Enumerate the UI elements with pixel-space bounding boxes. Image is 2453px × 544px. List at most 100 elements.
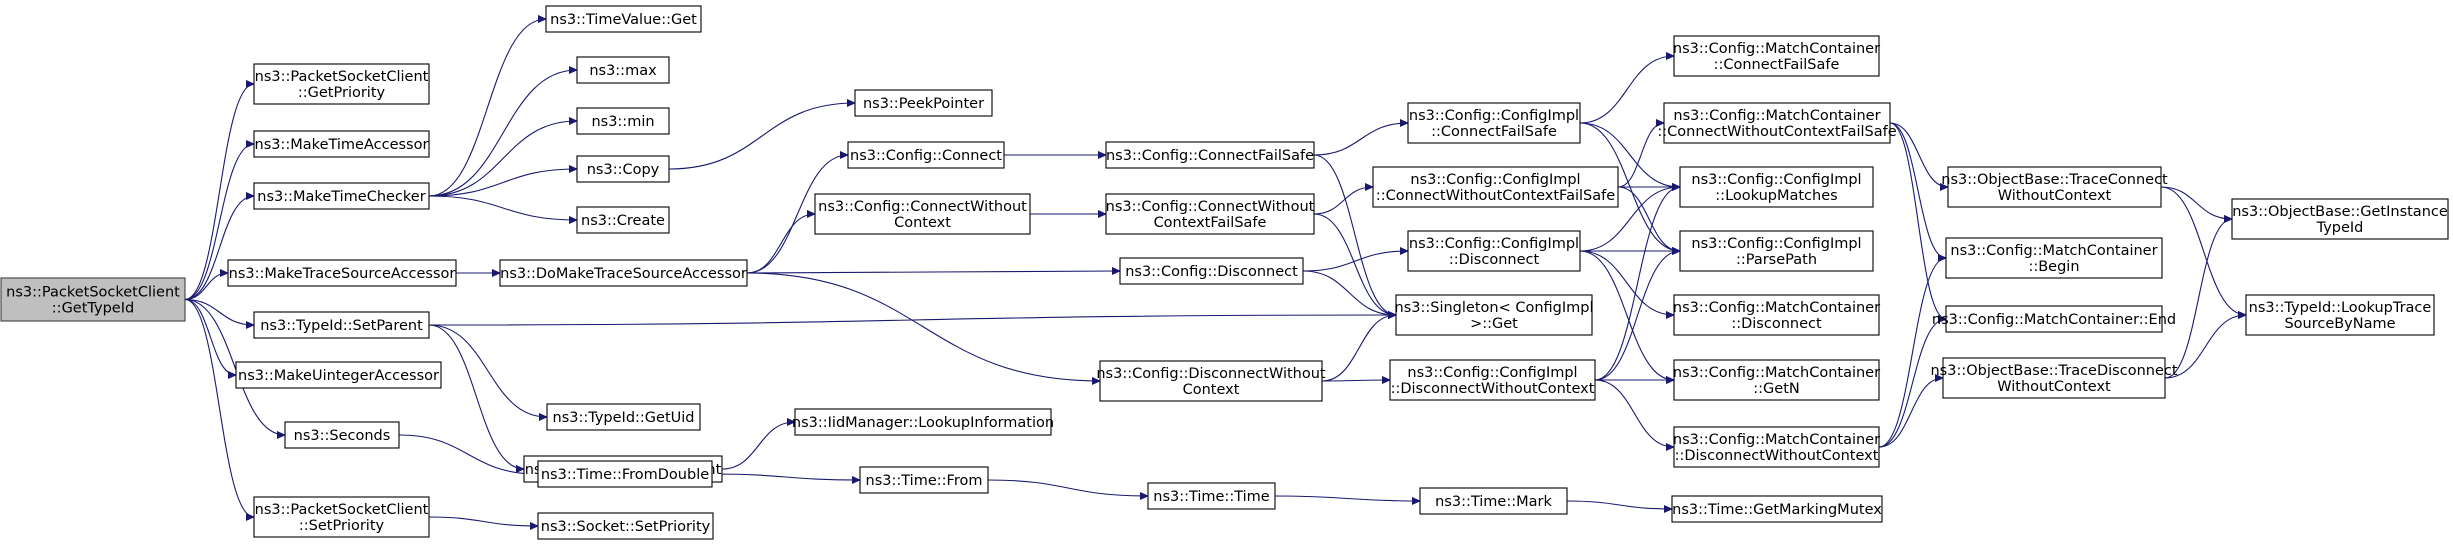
graph-node-makeUintegerAccessor[interactable]: ns3::MakeUintegerAccessor xyxy=(235,361,442,389)
graph-node-configConnectWithoutContext[interactable]: ns3::Config::ConnectWithoutContext xyxy=(814,193,1031,235)
graph-node-implParsePath[interactable]: ns3::Config::ConfigImpl::ParsePath xyxy=(1679,230,1874,272)
graph-node-timeTime[interactable]: ns3::Time::Time xyxy=(1147,482,1276,510)
node-box xyxy=(537,512,714,540)
node-label: ns3::min xyxy=(591,114,654,130)
graph-node-copy[interactable]: ns3::Copy xyxy=(576,155,670,183)
graph-node-seconds[interactable]: ns3::Seconds xyxy=(284,421,400,449)
edges-layer xyxy=(184,19,2246,526)
node-label: ns3::ObjectBase::TraceConnect xyxy=(1941,172,2168,188)
node-label: ns3::Config::ConfigImpl xyxy=(1407,365,1577,381)
node-label: ns3::MakeTimeAccessor xyxy=(255,137,429,153)
node-box xyxy=(814,193,1031,235)
node-box xyxy=(499,259,748,287)
node-box xyxy=(1947,166,2162,208)
graph-node-implConnectFailSafe[interactable]: ns3::Config::ConfigImpl::ConnectFailSafe xyxy=(1407,102,1581,144)
node-box xyxy=(847,141,1005,169)
node-box xyxy=(1407,230,1581,272)
node-label: ns3::Config::MatchContainer xyxy=(1673,365,1880,381)
graph-node-mcGetN[interactable]: ns3::Config::MatchContainer::GetN xyxy=(1673,359,1880,401)
node-box xyxy=(235,361,442,389)
graph-node-configDisconnectWithoutContext[interactable]: ns3::Config::DisconnectWithoutContext xyxy=(1096,360,1326,402)
node-box xyxy=(253,311,430,339)
node-box xyxy=(253,63,430,105)
graph-node-mcConnectFailSafe[interactable]: ns3::Config::MatchContainer::ConnectFail… xyxy=(1673,35,1880,77)
graph-node-mcBegin[interactable]: ns3::Config::MatchContainer::Begin xyxy=(1945,237,2163,279)
edge-root-to-getPriority xyxy=(184,84,254,301)
edge-root-to-seconds xyxy=(184,298,285,436)
edge-configDisconnect-to-implDisconnect xyxy=(1302,251,1408,272)
node-label: ns3::PacketSocketClient xyxy=(6,285,180,301)
graph-node-timeFromDouble[interactable]: ns3::Time::FromDouble xyxy=(537,460,713,488)
node-label: Context xyxy=(1183,382,1240,398)
node-label: ns3::Seconds xyxy=(294,428,391,444)
edge-mcDisconnectWithoutContext-to-mcEnd xyxy=(1878,319,1946,448)
graph-node-iidLookupInformation[interactable]: ns3::IidManager::LookupInformation xyxy=(792,408,1054,436)
edge-implDisconnect-to-mcGetN xyxy=(1579,250,1674,380)
graph-node-doMakeTraceSourceAccessor[interactable]: ns3::DoMakeTraceSourceAccessor xyxy=(499,259,748,287)
node-box xyxy=(1942,357,2166,399)
graph-node-configConnectFailSafe[interactable]: ns3::Config::ConnectFailSafe xyxy=(1105,141,1315,169)
node-box xyxy=(1419,487,1568,515)
graph-node-setPriority[interactable]: ns3::PacketSocketClient::SetPriority xyxy=(253,496,430,538)
graph-node-root: ns3::PacketSocketClient::GetTypeId xyxy=(0,277,186,322)
graph-node-timeFrom[interactable]: ns3::Time::From xyxy=(859,466,989,494)
edge-obTraceConnectWithoutContext-to-typeIdLookupTraceSourceByName xyxy=(2160,186,2246,315)
graph-node-configDisconnect[interactable]: ns3::Config::Disconnect xyxy=(1119,257,1304,285)
node-label: ::Begin xyxy=(2028,259,2079,275)
edge-configDisconnectWithoutContext-to-singletonGet xyxy=(1321,315,1396,382)
node-label: ns3::Config::ConnectWithout xyxy=(1106,199,1315,215)
graph-node-makeTimeAccessor[interactable]: ns3::MakeTimeAccessor xyxy=(253,130,430,158)
edge-configConnectFailSafe-to-singletonGet xyxy=(1313,154,1396,315)
graph-node-obTraceConnectWithoutContext[interactable]: ns3::ObjectBase::TraceConnectWithoutCont… xyxy=(1941,166,2168,208)
edge-makeTimeChecker-to-min xyxy=(428,121,577,197)
graph-node-getPriority[interactable]: ns3::PacketSocketClient::GetPriority xyxy=(253,63,430,105)
graph-node-create[interactable]: ns3::Create xyxy=(576,206,670,234)
node-box xyxy=(1105,141,1315,169)
graph-node-mcDisconnectWithoutContext[interactable]: ns3::Config::MatchContainer::DisconnectW… xyxy=(1673,426,1880,468)
edge-seconds-to-timeFromDouble xyxy=(398,434,538,474)
edge-implConnectFailSafe-to-implLookupMatches xyxy=(1579,122,1680,187)
graph-node-min[interactable]: ns3::min xyxy=(576,107,670,135)
graph-node-timeGetMarkingMutex[interactable]: ns3::Time::GetMarkingMutex xyxy=(1671,495,1883,523)
graph-node-implDisconnectWithoutContext[interactable]: ns3::Config::ConfigImpl::DisconnectWitho… xyxy=(1389,359,1596,401)
graph-node-mcConnectWithoutContextFailSafe[interactable]: ns3::Config::MatchContainer::ConnectWith… xyxy=(1657,102,1897,144)
graph-node-implDisconnect[interactable]: ns3::Config::ConfigImpl::Disconnect xyxy=(1407,230,1581,272)
graph-node-mcDisconnect[interactable]: ns3::Config::MatchContainer::Disconnect xyxy=(1673,294,1880,336)
graph-node-max[interactable]: ns3::max xyxy=(576,56,670,84)
node-label: ns3::Create xyxy=(581,213,665,229)
graph-node-timeMark[interactable]: ns3::Time::Mark xyxy=(1419,487,1568,515)
node-box xyxy=(859,466,989,494)
node-label: ::DisconnectWithoutContext xyxy=(1675,448,1879,464)
edge-mcConnectWithoutContextFailSafe-to-mcBegin xyxy=(1889,122,1946,258)
graph-node-mcEnd[interactable]: ns3::Config::MatchContainer::End xyxy=(1932,305,2176,333)
graph-node-makeTraceSourceAccessor[interactable]: ns3::MakeTraceSourceAccessor xyxy=(227,259,457,287)
edge-iidSetParent-to-iidLookupInformation xyxy=(721,422,795,470)
node-box xyxy=(1099,360,1323,402)
graph-node-singletonGet[interactable]: ns3::Singleton< ConfigImpl >::Get xyxy=(1395,294,1594,336)
edge-obTraceDisconnectWithoutContext-to-obGetInstanceTypeId xyxy=(2164,219,2232,379)
edge-makeTimeChecker-to-timeValueGet xyxy=(428,19,546,197)
graph-node-typeIdGetUid[interactable]: ns3::TypeId::GetUid xyxy=(546,403,701,431)
node-label: ns3::Config::MatchContainer xyxy=(1673,300,1880,316)
graph-node-configConnectWithoutContextFailSafe[interactable]: ns3::Config::ConnectWithoutContextFailSa… xyxy=(1105,193,1315,235)
node-box xyxy=(1407,102,1581,144)
graph-node-typeIdSetParent[interactable]: ns3::TypeId::SetParent xyxy=(253,311,430,339)
edge-root-to-makeTimeChecker xyxy=(184,196,254,301)
node-box xyxy=(1671,495,1883,523)
node-box xyxy=(1679,230,1874,272)
node-box xyxy=(253,496,430,538)
nodes-layer: ns3::PacketSocketClient::GetTypeIdns3::P… xyxy=(0,5,2449,540)
node-label: ::GetPriority xyxy=(298,85,386,101)
graph-node-timeValueGet[interactable]: ns3::TimeValue::Get xyxy=(545,5,702,33)
node-label: ns3::IidManager::LookupInformation xyxy=(792,415,1054,431)
graph-node-implLookupMatches[interactable]: ns3::Config::ConfigImpl::LookupMatches xyxy=(1679,166,1874,208)
graph-node-socketSetPriority[interactable]: ns3::Socket::SetPriority xyxy=(537,512,714,540)
graph-node-obTraceDisconnectWithoutContext[interactable]: ns3::ObjectBase::TraceDisconnectWithoutC… xyxy=(1930,357,2178,399)
graph-node-makeTimeChecker[interactable]: ns3::MakeTimeChecker xyxy=(253,182,430,210)
graph-node-implConnectWithoutContextFailSafe[interactable]: ns3::Config::ConfigImpl::ConnectWithoutC… xyxy=(1372,166,1619,208)
graph-node-peekPointer[interactable]: ns3::PeekPointer xyxy=(854,89,993,117)
node-label: Context xyxy=(894,215,951,231)
graph-node-configConnect[interactable]: ns3::Config::Connect xyxy=(847,141,1005,169)
